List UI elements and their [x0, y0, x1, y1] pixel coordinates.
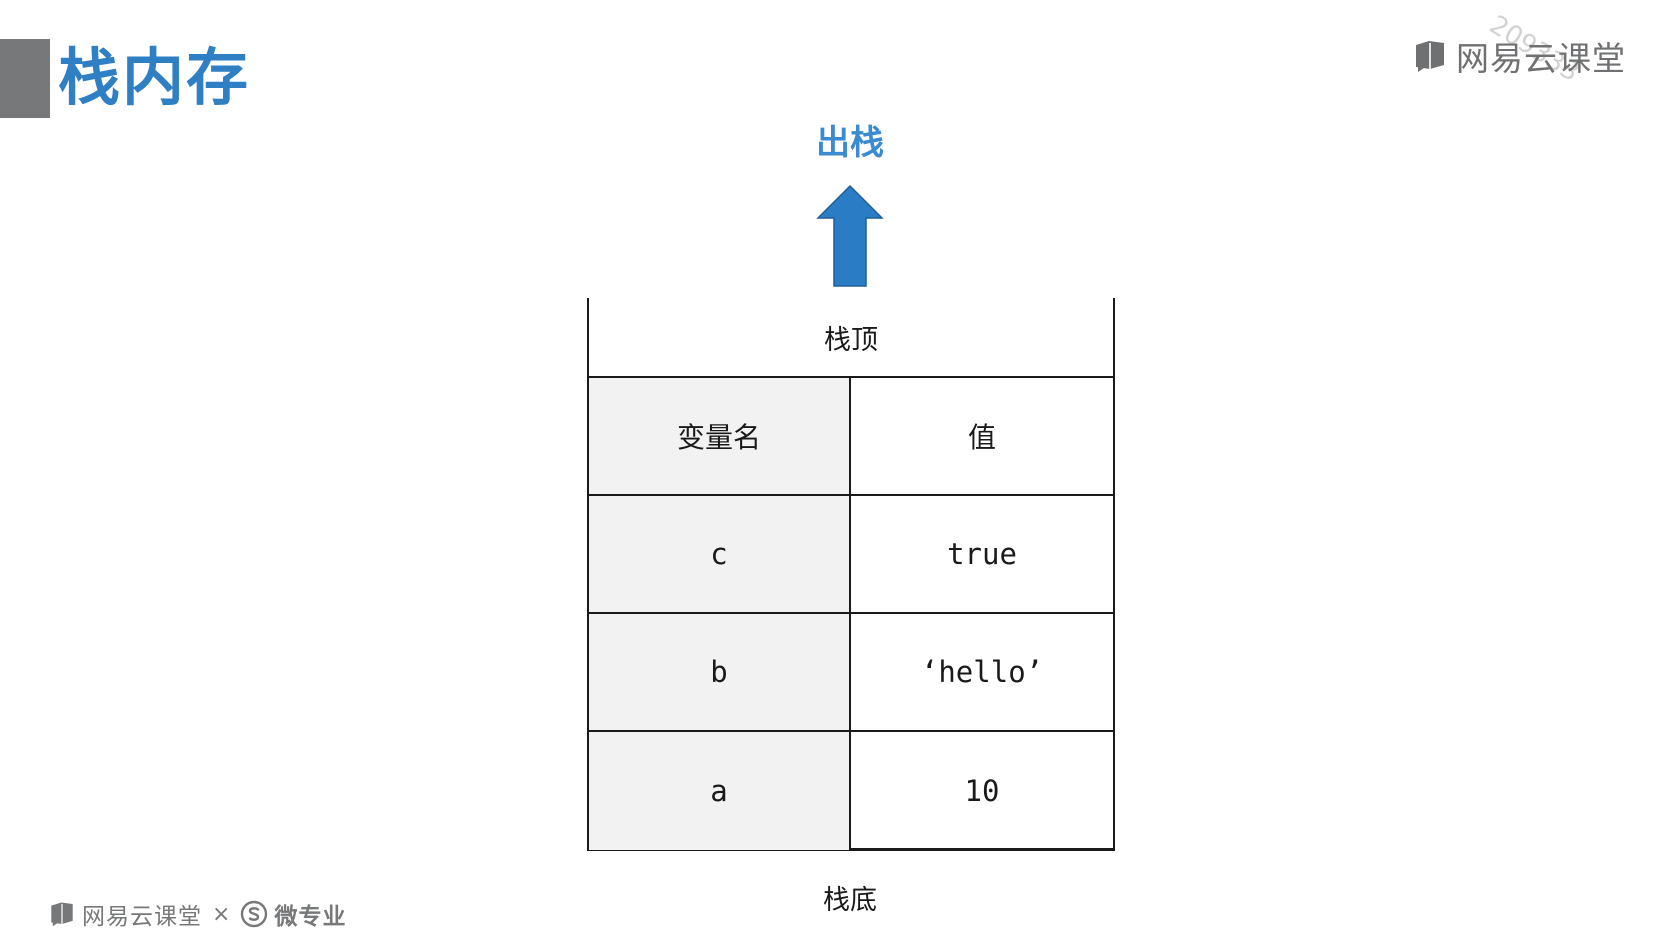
- brand-logo-bottom-left: 网易云课堂 × 微专业: [48, 899, 347, 930]
- brand-name: 网易云课堂: [82, 904, 202, 930]
- variable-name-cell: a: [589, 732, 851, 850]
- stack-top-label: 栈顶: [824, 324, 878, 356]
- variable-name-cell: c: [589, 496, 851, 612]
- header-value: 值: [967, 421, 996, 454]
- pop-label: 出栈: [816, 123, 884, 163]
- book-icon: [1416, 41, 1444, 72]
- value-cell: ‘hello’: [920, 655, 1044, 689]
- stack-container: 栈顶 变量名 值 c true b ‘hello’ a 10: [587, 298, 1115, 851]
- header-variable-name: 变量名: [589, 378, 851, 494]
- separator-text: ×: [212, 901, 231, 927]
- arrow-up-icon: [816, 184, 884, 287]
- value-cell: true: [947, 537, 1017, 571]
- table-row: c true: [589, 496, 1113, 614]
- s-logo-icon: [241, 900, 268, 928]
- table-header-row: 变量名 值: [589, 378, 1113, 496]
- stack-bottom-label: 栈底: [823, 885, 877, 916]
- brand-logo-top-right: 网易云课堂: [1412, 36, 1626, 78]
- title-accent-bar: [0, 39, 50, 118]
- value-cell: 10: [964, 774, 1000, 808]
- table-row: b ‘hello’: [589, 614, 1113, 732]
- partner-name: 微专业: [274, 904, 347, 930]
- stack-table: 变量名 值 c true b ‘hello’ a 10: [589, 376, 1113, 850]
- variable-name-cell: b: [589, 614, 851, 730]
- brand-name: 网易云课堂: [1456, 39, 1626, 78]
- slide-title: 栈内存: [58, 41, 251, 114]
- table-row: a 10: [589, 732, 1113, 850]
- book-icon: [51, 902, 73, 927]
